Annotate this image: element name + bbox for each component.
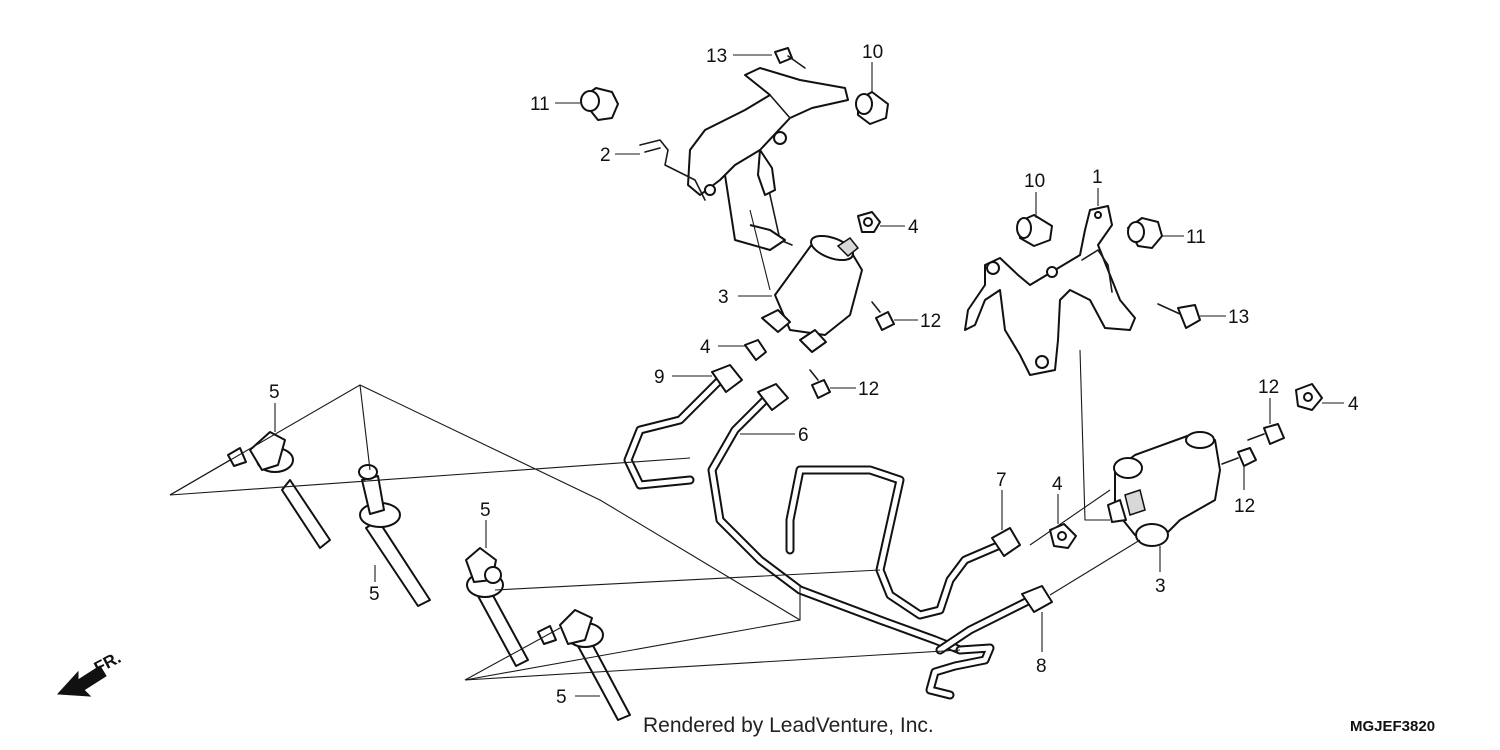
cable-9 [623,364,743,490]
callout-11-right: 11 [1186,227,1206,248]
cap-4c [1295,383,1323,411]
callout-13-top: 13 [706,46,727,67]
callout-leaders [274,54,1344,697]
callout-8: 8 [1036,656,1047,677]
callout-11-left: 11 [530,94,550,115]
grommet-10b [1016,214,1053,247]
plug-cap-c [465,547,529,667]
callout-12-mid: 12 [858,379,879,400]
callout-labels: 13 10 11 2 10 1 11 4 3 12 13 4 9 12 5 6 … [269,42,1359,708]
cable-6 [707,383,995,700]
upper-bracket [687,67,849,251]
bolt-12c [1247,423,1285,445]
clip-11b [1127,217,1163,249]
callout-4-mid: 4 [700,337,711,358]
callout-12-upper: 12 [920,311,941,332]
callout-13-right: 13 [1228,307,1249,328]
right-bracket [964,205,1136,376]
bolt-12b [809,369,831,399]
callout-4-right: 4 [1348,394,1359,415]
bracket-wire-clip [639,139,776,201]
cap-4a [857,211,881,233]
callout-3-lower: 3 [1155,576,1166,597]
callout-5-b: 5 [369,584,380,605]
grommet-10a [855,91,889,125]
callout-2: 2 [600,145,611,166]
callout-10-top: 10 [862,42,883,63]
callout-10-right: 10 [1024,171,1045,192]
front-direction-indicator: FR. [56,648,124,697]
bolt-13b [1157,303,1201,329]
footer-credit: Rendered by LeadVenture, Inc. [643,714,934,737]
callout-5-a: 5 [269,382,280,403]
callout-3-upper: 3 [718,287,729,308]
guide-lines [169,209,1141,681]
callout-5-d: 5 [556,687,567,708]
cable-7 [785,465,1021,620]
cap-4d [1049,523,1077,549]
callout-12-right-bottom: 12 [1234,496,1255,517]
callout-9: 9 [654,367,665,388]
diagram-code: MGJEF3820 [1350,718,1435,735]
clip-11a [580,87,619,121]
callout-7: 7 [996,470,1007,491]
plug-cap-d [537,609,631,721]
callout-1: 1 [1092,167,1103,188]
plug-cap-b [358,464,431,607]
bolt-12d [1221,447,1257,467]
front-arrow-icon [56,665,107,697]
callout-4-lower: 4 [1052,474,1063,495]
cable-8 [935,585,1053,655]
cap-4b [744,339,767,361]
callout-4-upper: 4 [908,217,919,238]
callout-6: 6 [798,425,809,446]
upper-ignition-coil [761,234,863,353]
callout-12-right-top: 12 [1258,377,1279,398]
callout-5-c: 5 [480,500,491,521]
lower-ignition-coil [1107,431,1221,547]
bolt-12a [871,301,895,331]
bolt-13a [774,47,806,69]
